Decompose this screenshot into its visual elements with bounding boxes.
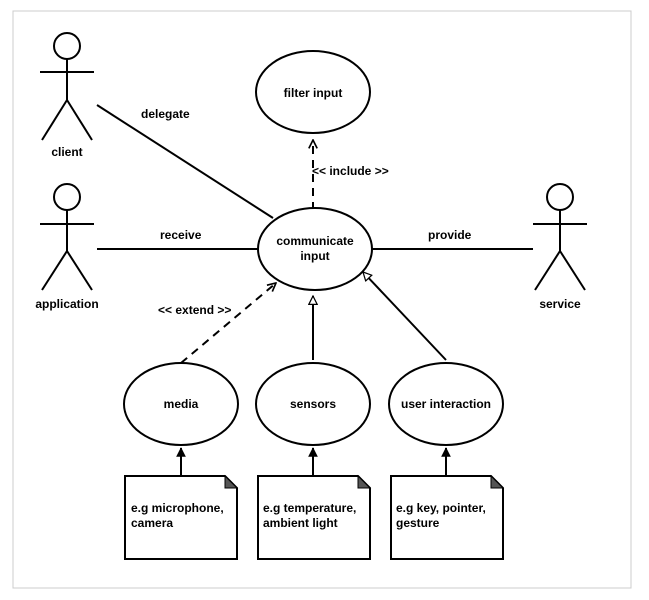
use-case-media-label: media [164,397,199,411]
use-case-filter-input-label: filter input [284,86,343,100]
use-case-communicate-input-label-line2: input [300,249,329,263]
actor-application: application [35,183,99,311]
extend-dependency [180,283,276,364]
use-case-filter-input: filter input [255,50,371,134]
use-case-user-interaction-label: user interaction [401,397,491,411]
delegate-label: delegate [141,107,190,121]
actor-service: service [533,183,587,311]
receive-label: receive [160,228,202,242]
extend-label: << extend >> [158,303,231,317]
delegate-association [96,104,274,219]
use-case-communicate-input-label-line1: communicate [276,234,354,248]
note-user-interaction-line1: e.g key, pointer, [396,501,486,515]
note-sensors: e.g temperature, ambient light [257,474,372,560]
actor-service-label: service [539,297,581,311]
include-label: << include >> [312,164,389,178]
actor-application-label: application [35,297,98,311]
note-sensors-line2: ambient light [263,516,338,530]
actor-client-label: client [51,145,82,159]
use-case-sensors: sensors [255,362,371,446]
use-case-user-interaction: user interaction [388,362,504,446]
use-case-media: media [123,362,239,446]
note-media-line1: e.g microphone, [131,501,224,515]
note-sensors-line1: e.g temperature, [263,501,356,515]
use-case-sensors-label: sensors [290,397,336,411]
note-media-line2: camera [131,516,173,530]
use-case-communicate-input: communicate input [257,207,373,291]
note-user-interaction-line2: gesture [396,516,440,530]
actor-client: client [40,32,94,159]
note-media: e.g microphone, camera [124,474,239,560]
provide-label: provide [428,228,472,242]
note-user-interaction: e.g key, pointer, gesture [390,474,505,560]
user-interaction-generalization [363,272,447,361]
